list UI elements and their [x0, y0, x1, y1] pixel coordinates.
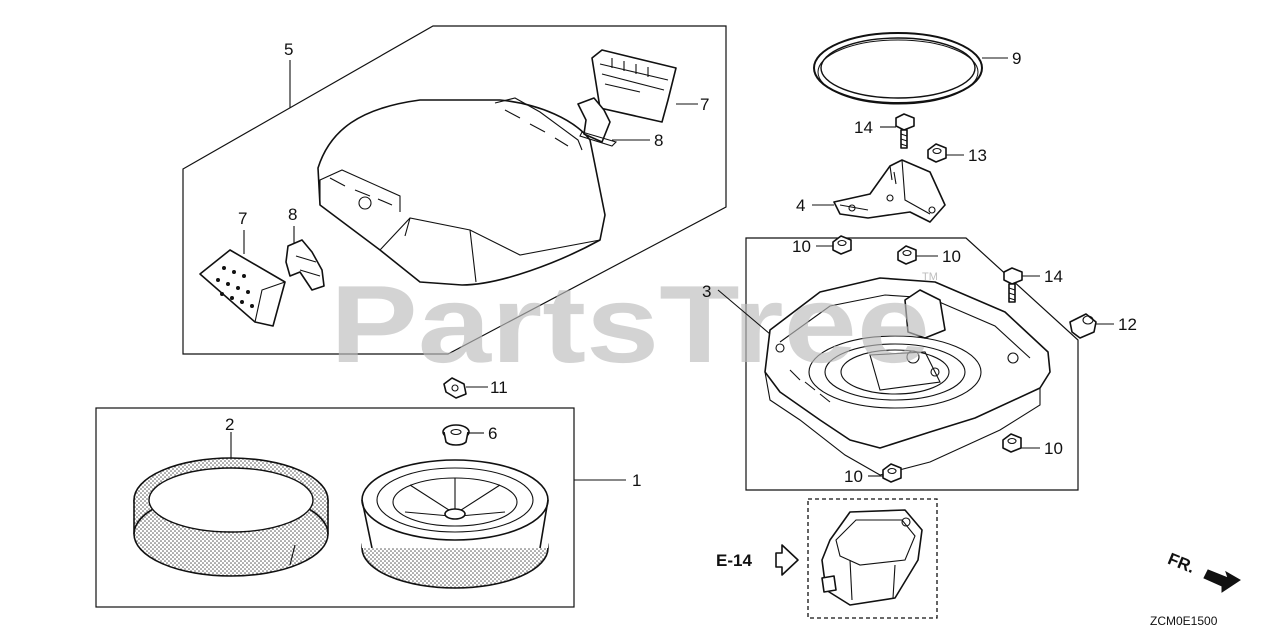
callout-14-top[interactable]: 14: [854, 118, 873, 137]
reference-arrow-icon[interactable]: [775, 544, 799, 576]
air-cleaner-base-group: [745, 235, 1079, 491]
nut-10-a[interactable]: [897, 245, 917, 265]
callout-5[interactable]: 5: [284, 40, 293, 59]
air-filter-group: [95, 377, 575, 608]
clip-11[interactable]: [443, 377, 467, 399]
nut-10-b[interactable]: [832, 235, 852, 255]
paper-filter-element[interactable]: [361, 459, 549, 589]
reference-part-outline: [807, 498, 938, 619]
nut-10-c[interactable]: [1002, 433, 1022, 453]
cover-latch-top[interactable]: [591, 49, 677, 123]
watermark: PartsTree TM: [330, 263, 938, 386]
front-direction-arrow-icon: [1203, 569, 1241, 593]
air-cleaner-cover[interactable]: [317, 97, 606, 286]
reference-label[interactable]: E-14: [716, 551, 752, 570]
foam-filter-element[interactable]: [133, 457, 329, 577]
callout-10-d[interactable]: 10: [844, 467, 863, 486]
callout-2[interactable]: 2: [225, 415, 234, 434]
callout-7-top[interactable]: 7: [700, 95, 709, 114]
seal-ring[interactable]: [813, 32, 983, 105]
watermark-trademark: TM: [922, 271, 938, 283]
callout-labels: 1 2 3 4 5 6 7 7 8 8 9 10 10 10 10 11 12 …: [225, 40, 1218, 628]
filter-group-outline: [95, 407, 575, 608]
front-direction-label: FR.: [1165, 549, 1198, 577]
callout-9[interactable]: 9: [1012, 49, 1021, 68]
reference-part[interactable]: [821, 509, 923, 606]
callout-3[interactable]: 3: [702, 282, 711, 301]
base-group-outline: [745, 237, 1079, 491]
callout-10-b[interactable]: 10: [792, 237, 811, 256]
diagram-code: ZCM0E1500: [1150, 614, 1218, 628]
callout-14-right[interactable]: 14: [1044, 267, 1063, 286]
bolt-right[interactable]: [1003, 267, 1023, 303]
callout-13[interactable]: 13: [968, 146, 987, 165]
cover-group-outline: [182, 25, 727, 355]
collar-12[interactable]: [1069, 313, 1097, 339]
cover-clip-left[interactable]: [285, 239, 325, 291]
nut-10-d[interactable]: [882, 463, 902, 483]
bolt-top[interactable]: [895, 113, 915, 149]
bracket[interactable]: [833, 159, 946, 223]
watermark-text: PartsTree: [330, 263, 930, 386]
callout-8-left[interactable]: 8: [288, 205, 297, 224]
callout-8-top[interactable]: 8: [654, 131, 663, 150]
leader-lines: [230, 57, 1114, 481]
callout-6[interactable]: 6: [488, 424, 497, 443]
callout-10-c[interactable]: 10: [1044, 439, 1063, 458]
callout-4[interactable]: 4: [796, 196, 805, 215]
callout-12[interactable]: 12: [1118, 315, 1137, 334]
callout-7-left[interactable]: 7: [238, 209, 247, 228]
reference-part-group: [807, 498, 938, 619]
callout-1[interactable]: 1: [632, 471, 641, 490]
nut-13[interactable]: [927, 143, 947, 163]
callout-10-a[interactable]: 10: [942, 247, 961, 266]
grommet[interactable]: [442, 424, 470, 446]
callout-11[interactable]: 11: [490, 378, 508, 397]
air-cleaner-base[interactable]: [764, 277, 1051, 476]
cover-clip-top[interactable]: [577, 97, 618, 147]
air-cleaner-cover-group: [182, 25, 727, 355]
cover-latch-left[interactable]: [199, 249, 286, 327]
